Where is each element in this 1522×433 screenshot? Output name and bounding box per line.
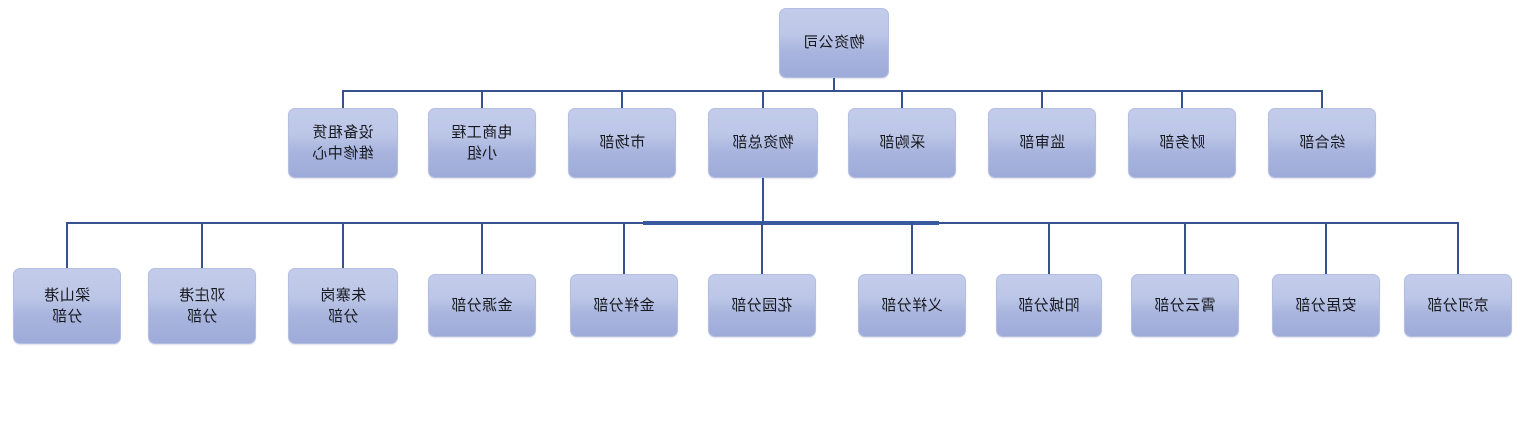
connector-level3-drop-10	[1457, 222, 1459, 274]
connector-level2-drop-4	[901, 90, 903, 108]
node-level2-0[interactable]: 设备租赁 维修中心	[288, 108, 398, 178]
connector-root-stem	[833, 78, 835, 90]
node-level3-4[interactable]: 金祥分部	[570, 274, 678, 337]
node-level2-2[interactable]: 市场部	[568, 108, 676, 178]
node-level3-10[interactable]: 京河分部	[1404, 274, 1512, 337]
node-level3-4-label: 金祥分部	[593, 295, 655, 314]
node-level3-8-label: 霄云分部	[1154, 295, 1216, 314]
node-level2-5-label: 监审部	[1018, 133, 1066, 152]
node-level3-6-label: 义祥分部	[881, 295, 943, 314]
node-root[interactable]: 物资公司	[779, 8, 889, 78]
node-level3-2[interactable]: 朱寨岗 分部	[288, 268, 398, 344]
connector-level2-drop-2	[621, 90, 623, 108]
node-level3-1-label: 邓庄港 分部	[178, 285, 226, 325]
connector-level2-bus	[343, 90, 1322, 92]
node-level3-9-label: 安居分部	[1295, 295, 1357, 314]
node-level2-7-label: 综合部	[1298, 133, 1346, 152]
node-level3-0-label: 梁山港 分部	[43, 285, 91, 325]
connector-level2-drop-1	[481, 90, 483, 108]
node-root-label: 物资公司	[803, 33, 865, 52]
connector-level3-drop-0	[66, 222, 68, 268]
node-level2-4[interactable]: 采购部	[848, 108, 956, 178]
node-level3-7[interactable]: 阳城分部	[996, 274, 1102, 337]
node-level3-0[interactable]: 梁山港 分部	[13, 268, 121, 344]
node-level2-0-label: 设备租赁 维修中心	[312, 122, 374, 162]
node-level2-1[interactable]: 电商工程 小组	[428, 108, 536, 178]
node-level3-3[interactable]: 金源分部	[428, 274, 536, 337]
node-level3-2-label: 朱寨岗 分部	[319, 285, 367, 325]
node-level2-4-label: 采购部	[878, 133, 926, 152]
node-level2-6[interactable]: 财务部	[1128, 108, 1236, 178]
connector-level3-bus-center	[643, 221, 939, 225]
node-level3-10-label: 京河分部	[1427, 295, 1489, 314]
connector-level2-drop-5	[1041, 90, 1043, 108]
node-level3-7-label: 阳城分部	[1018, 295, 1080, 314]
connector-level2-drop-7	[1321, 90, 1323, 108]
node-level3-1[interactable]: 邓庄港 分部	[148, 268, 256, 344]
node-level2-2-label: 市场部	[598, 133, 646, 152]
connector-level3-drop-6	[911, 222, 913, 274]
node-level3-3-label: 金源分部	[451, 295, 513, 314]
node-level2-1-label: 电商工程 小组	[451, 122, 513, 162]
node-level3-8[interactable]: 霄云分部	[1131, 274, 1239, 337]
node-level2-3-label: 物资总部	[732, 133, 794, 152]
connector-level3-drop-7	[1048, 222, 1050, 274]
node-level3-9[interactable]: 安居分部	[1272, 274, 1380, 337]
connector-level3-drop-5	[761, 222, 763, 274]
connector-level3-drop-1	[201, 222, 203, 268]
node-level2-3[interactable]: 物资总部	[708, 108, 818, 178]
connector-level2-drop-6	[1181, 90, 1183, 108]
node-level2-7[interactable]: 综合部	[1268, 108, 1376, 178]
connector-level3-drop-2	[342, 222, 344, 268]
node-level3-5-label: 花园分部	[731, 295, 793, 314]
connector-level2-drop-3	[762, 90, 764, 108]
connector-level3-drop-9	[1325, 222, 1327, 274]
connector-level2-drop-0	[342, 90, 344, 108]
connector-level3-drop-3	[481, 222, 483, 274]
node-level2-6-label: 财务部	[1158, 133, 1206, 152]
connector-level3-drop-8	[1184, 222, 1186, 274]
node-level3-6[interactable]: 义祥分部	[858, 274, 966, 337]
node-level2-5[interactable]: 监审部	[988, 108, 1096, 178]
node-level3-5[interactable]: 花园分部	[708, 274, 816, 337]
connector-level3-drop-4	[623, 222, 625, 274]
connector-level3-stem	[762, 178, 764, 222]
